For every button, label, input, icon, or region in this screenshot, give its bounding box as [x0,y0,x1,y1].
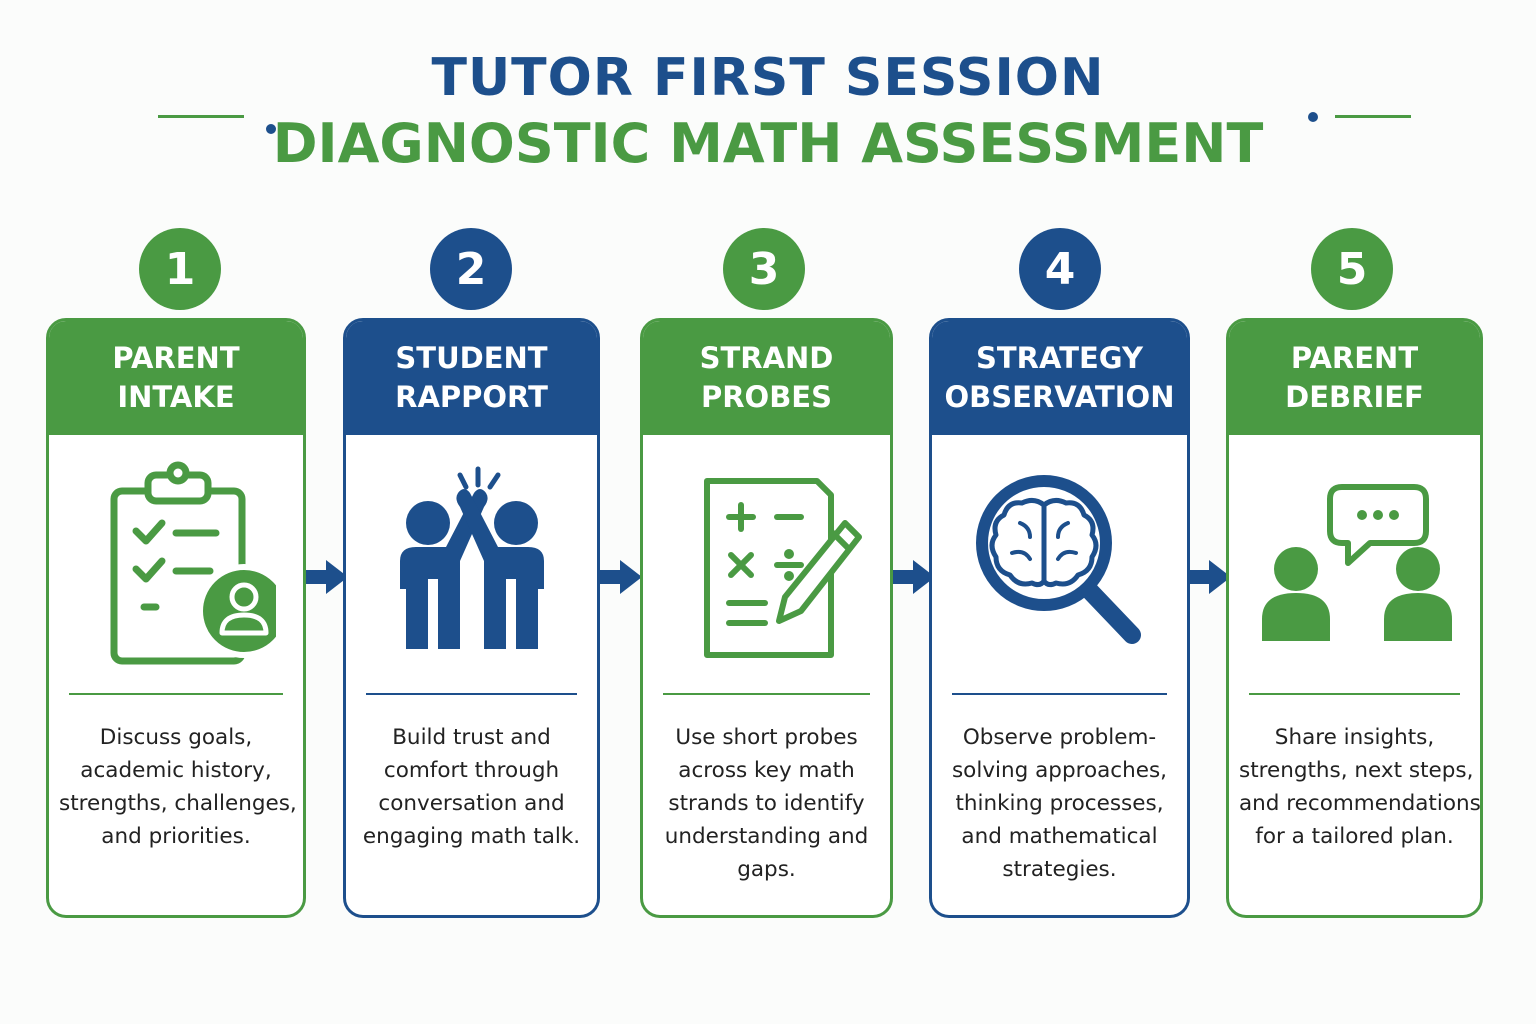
conversation-people-icon [1229,461,1480,671]
step-1-divider [69,693,283,695]
high-five-icon [346,461,597,671]
math-worksheet-pencil-icon [643,461,890,671]
step-2-divider [366,693,577,695]
step-4-desc-line: solving approaches, [951,758,1167,783]
step-5-divider [1249,693,1460,695]
step-5-desc-line: for a tailored plan. [1255,824,1454,849]
clipboard-checklist-person-icon [49,461,303,671]
step-4-divider [952,693,1167,695]
step-1-desc-line: and priorities. [101,824,251,849]
step-4-title: STRATEGY OBSERVATION [932,321,1187,435]
step-3-title-line-1: STRAND [699,341,834,375]
step-2-desc-line: engaging math talk. [362,824,581,849]
left-decoration-line [158,115,244,118]
step-1-title: PARENT INTAKE [49,321,303,435]
step-2-title-line-1: STUDENT [395,341,548,375]
arrow-right-icon [893,560,935,594]
step-5-desc-line: strengths, next steps, [1239,758,1474,783]
step-2-title-line-2: RAPPORT [395,380,548,414]
step-1-description: Discuss goals, academic history, strengt… [59,721,297,853]
step-1-desc-line: Discuss goals, [99,725,253,750]
step-5-desc-line: Share insights, [1274,725,1435,750]
step-4-title-line-2: OBSERVATION [944,380,1175,414]
title-line-1: TUTOR FIRST SESSION [431,48,1105,108]
step-2-desc-line: Build trust and [392,725,551,750]
step-3-badge: 3 [723,228,805,310]
step-1-title-line-2: INTAKE [117,380,235,414]
step-5-desc-line: and recommendations [1239,791,1481,816]
step-3-title-line-2: PROBES [700,380,833,414]
step-5-description: Share insights, strengths, next steps, a… [1239,721,1481,853]
arrow-right-icon [1189,560,1231,594]
step-3-desc-line: across key math [678,758,855,783]
step-3-title: STRAND PROBES [643,321,890,435]
step-1-desc-line: academic history, [80,758,272,783]
step-4-desc-line: strategies. [1002,857,1117,882]
step-5-card: PARENT DEBRIEF Share insights, strengths… [1226,318,1483,918]
step-3-card: STRAND PROBES Use short probes across ke… [640,318,893,918]
step-4-badge: 4 [1019,228,1101,310]
right-decoration-dot [1308,112,1318,122]
step-4-card: STRATEGY OBSERVATION Observe problem- so… [929,318,1190,918]
step-3-desc-line: understanding and [664,824,869,849]
magnifier-brain-icon [932,461,1187,671]
step-3-divider [663,693,870,695]
arrow-right-icon [306,560,348,594]
step-4-desc-line: and mathematical [961,824,1158,849]
step-4-description: Observe problem- solving approaches, thi… [942,721,1177,886]
step-5-badge: 5 [1311,228,1393,310]
step-1-title-line-1: PARENT [112,341,240,375]
step-1-card: PARENT INTAKE Discuss goals, academic hi… [46,318,306,918]
step-2-badge: 2 [430,228,512,310]
step-2-description: Build trust and comfort through conversa… [356,721,587,853]
step-4-desc-line: thinking processes, [955,791,1164,816]
step-1-badge: 1 [139,228,221,310]
step-1-desc-line: strengths, challenges, [59,791,297,816]
step-2-desc-line: conversation and [378,791,565,816]
step-5-title-line-1: PARENT [1290,341,1419,375]
step-3-description: Use short probes across key math strands… [653,721,880,886]
step-3-desc-line: gaps. [737,857,796,882]
step-5-title: PARENT DEBRIEF [1229,321,1480,435]
title-line-2: DIAGNOSTIC MATH ASSESSMENT [272,112,1264,175]
step-3-desc-line: strands to identify [668,791,865,816]
step-3-desc-line: Use short probes [675,725,858,750]
step-4-title-line-1: STRATEGY [976,341,1143,375]
step-2-title: STUDENT RAPPORT [346,321,597,435]
step-2-card: STUDENT RAPPORT Build trust and comfort … [343,318,600,918]
step-2-desc-line: comfort through [383,758,560,783]
right-decoration-line [1335,115,1411,118]
step-4-desc-line: Observe problem- [962,725,1157,750]
step-5-title-line-2: DEBRIEF [1285,380,1424,414]
left-decoration-dot [266,124,276,134]
arrow-right-icon [600,560,642,594]
